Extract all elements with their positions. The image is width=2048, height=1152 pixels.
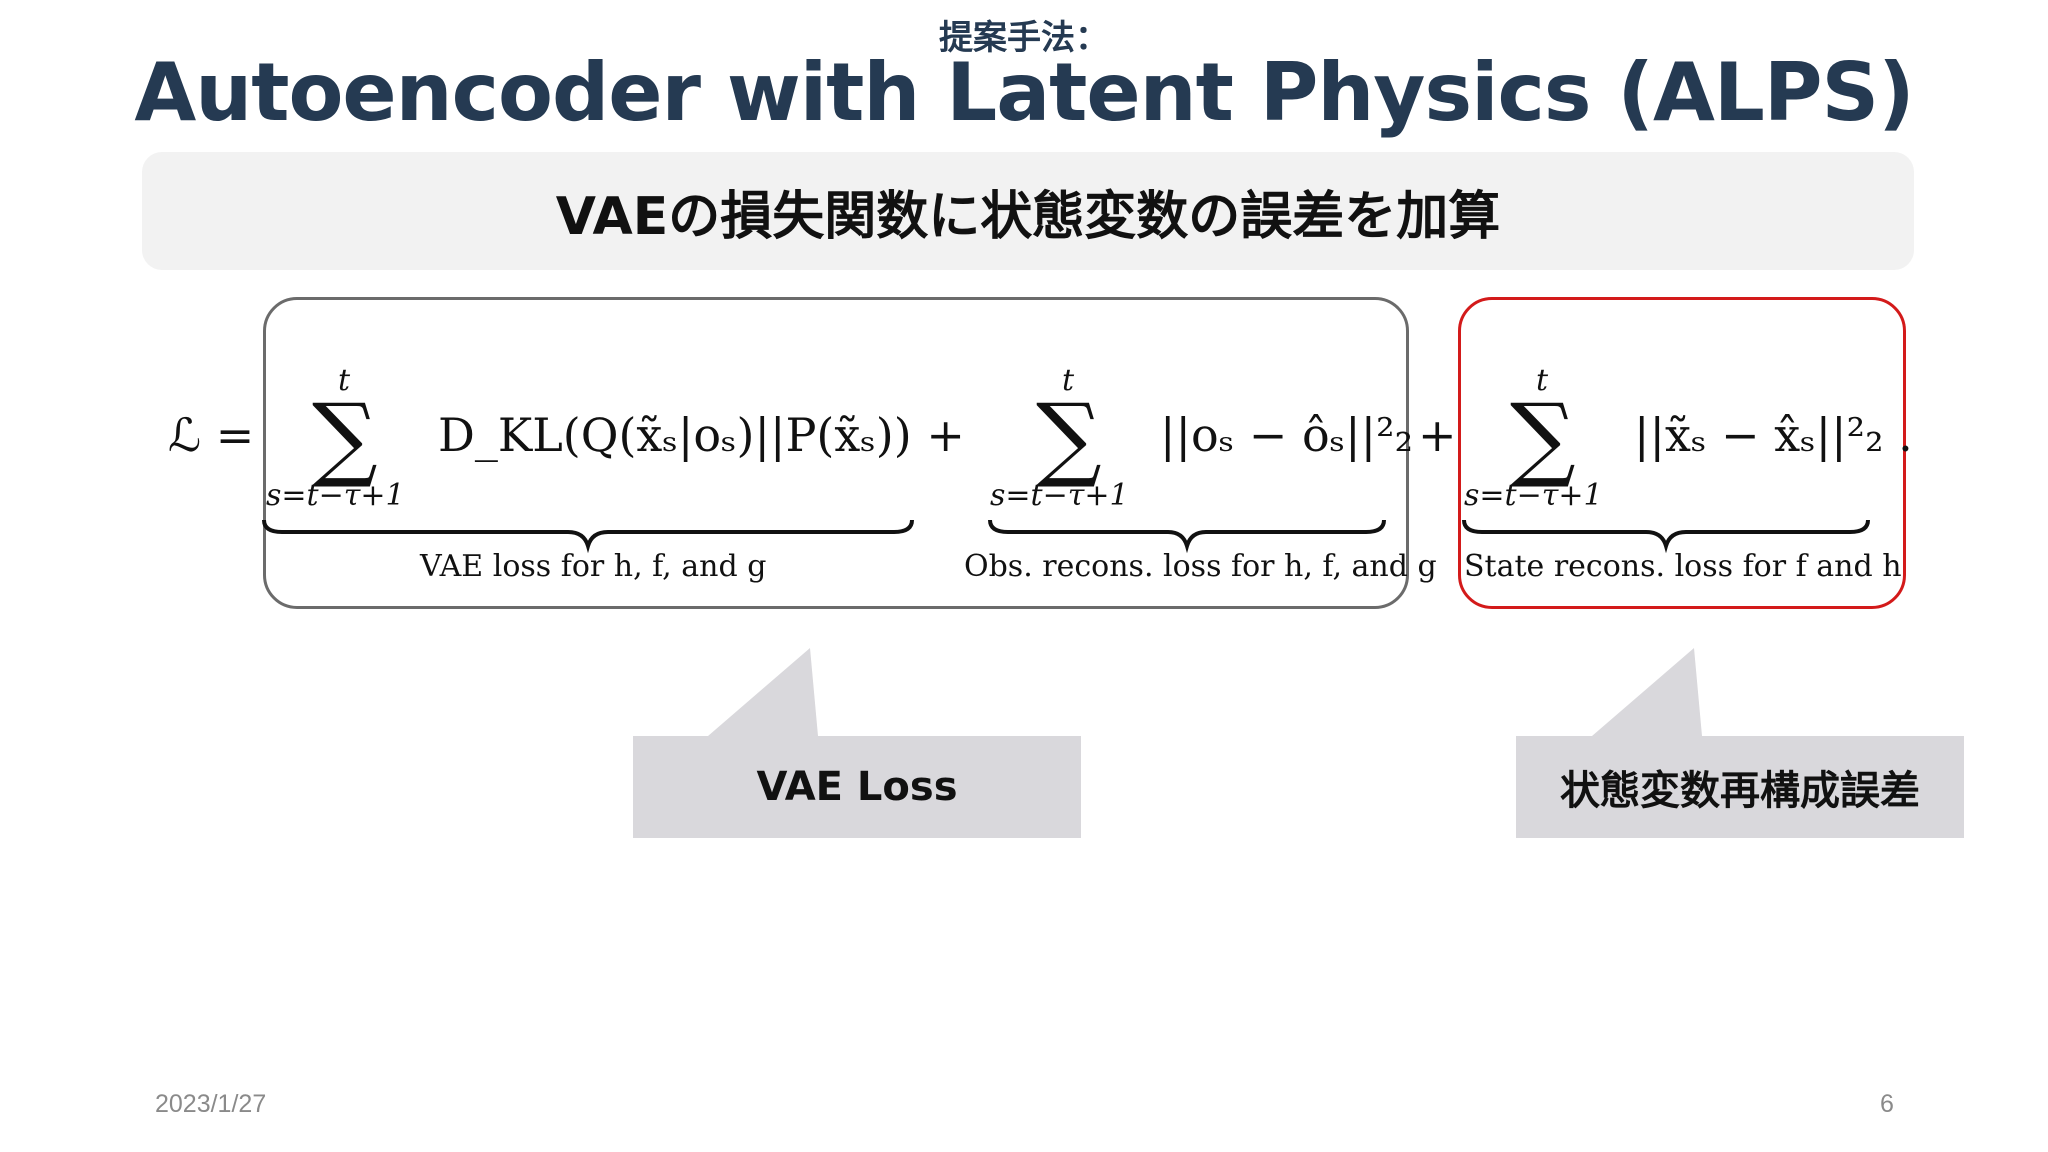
slide-page-number: 6 bbox=[1880, 1090, 1894, 1118]
sum3-sigma: ∑ bbox=[1510, 384, 1576, 491]
vae-loss-label: VAE loss for h, f, and g bbox=[420, 549, 767, 584]
obs-recons-term: ||oₛ − ôₛ||²₂ bbox=[1160, 408, 1414, 462]
sum2-upper-limit: t bbox=[1062, 363, 1075, 398]
state-recons-label: State recons. loss for f and h bbox=[1464, 549, 1902, 584]
state-recons-term: ||x̃ₛ − x̂ₛ||²₂ . bbox=[1634, 408, 1913, 462]
sum1-lower-limit: s=t−τ+1 bbox=[266, 478, 405, 513]
summary-banner-text: VAEの損失関数に状態変数の誤差を加算 bbox=[555, 186, 1501, 247]
callout-vae-loss-text: VAE Loss bbox=[756, 764, 958, 810]
callout-pointer-vae bbox=[708, 648, 818, 736]
slide-subtitle: 提案手法： bbox=[939, 18, 1109, 58]
underbrace-obs bbox=[988, 519, 1386, 554]
state-loss-frame bbox=[1458, 297, 1906, 609]
sum3-upper-limit: t bbox=[1536, 363, 1549, 398]
vae-obs-loss-frame bbox=[263, 297, 1409, 609]
callout-state-error-text: 状態変数再構成誤差 bbox=[1560, 768, 1920, 814]
summary-banner: VAEの損失関数に状態変数の誤差を加算 bbox=[142, 152, 1914, 270]
plus-sign: + bbox=[1418, 408, 1457, 462]
callout-vae-loss: VAE Loss bbox=[633, 736, 1081, 838]
sum3-lower-limit: s=t−τ+1 bbox=[1464, 478, 1603, 513]
sum2-sigma: ∑ bbox=[1036, 384, 1102, 491]
slide-title: Autoencoder with Latent Physics (ALPS) bbox=[134, 46, 1914, 139]
sum1-sigma: ∑ bbox=[312, 384, 378, 491]
obs-recons-label: Obs. recons. loss for h, f, and g bbox=[964, 549, 1437, 584]
underbrace-vae bbox=[262, 519, 914, 554]
callout-state-error: 状態変数再構成誤差 bbox=[1516, 736, 1964, 838]
callout-pointer-state bbox=[1592, 648, 1702, 736]
loss-symbol: ℒ = bbox=[168, 408, 255, 462]
underbrace-state bbox=[1462, 519, 1870, 554]
sum1-upper-limit: t bbox=[338, 363, 351, 398]
sum2-lower-limit: s=t−τ+1 bbox=[990, 478, 1129, 513]
slide-date: 2023/1/27 bbox=[155, 1090, 267, 1118]
kl-divergence-term: D_KL(Q(x̃ₛ|oₛ)||P(x̃ₛ)) + bbox=[438, 408, 965, 462]
